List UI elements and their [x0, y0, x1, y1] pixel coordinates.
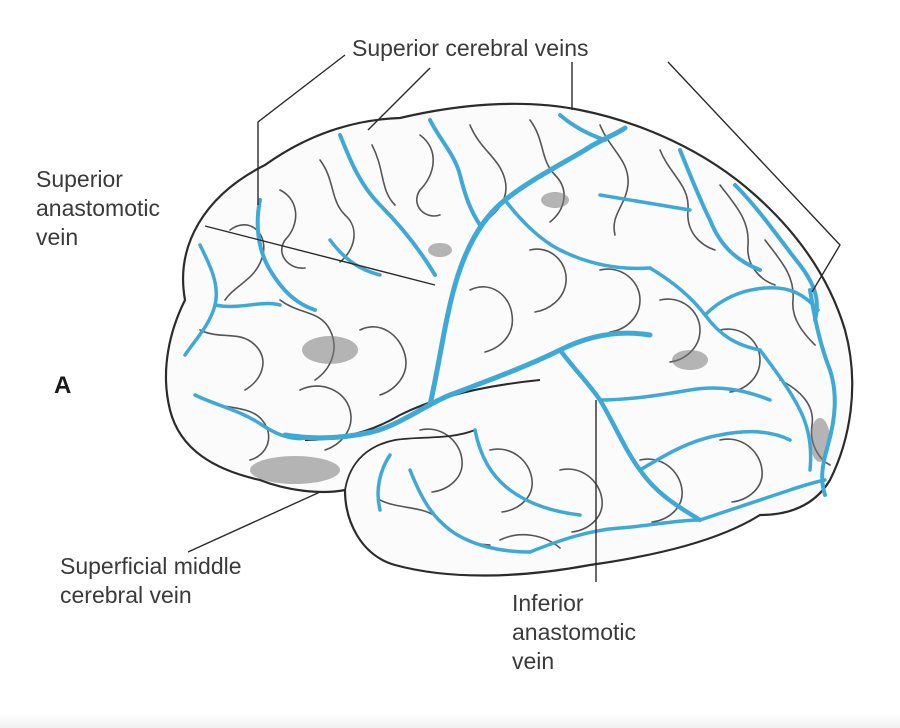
label-line: Superficial middle	[60, 553, 242, 579]
leader-superior-cerebral-mid	[367, 67, 431, 131]
leader-superior-cerebral-right	[667, 61, 841, 293]
label-line: anastomotic	[36, 195, 161, 221]
label-superior-anastomotic-vein: Superior anastomotic vein	[36, 165, 160, 252]
superficial-middle-cerebral-vein	[282, 330, 653, 441]
sulci-shading	[250, 192, 830, 484]
leader-superficial-middle	[187, 491, 321, 553]
label-line: anastomotic	[512, 619, 637, 645]
temporal-lobe-outline	[344, 429, 476, 491]
label-superior-cerebral-veins: Superior cerebral veins	[352, 34, 589, 63]
label-superficial-middle-cerebral-vein: Superficial middle cerebral vein	[60, 552, 242, 610]
label-line: vein	[36, 224, 79, 250]
label-line: cerebral vein	[60, 582, 192, 608]
vein-network	[183, 113, 837, 554]
bottom-edge	[0, 714, 900, 728]
label-line: Superior	[36, 166, 123, 192]
label-line: Superior cerebral veins	[352, 35, 589, 61]
superior-cerebral-vein	[733, 183, 819, 322]
superior-cerebral-vein	[255, 198, 317, 312]
label-line: vein	[512, 648, 555, 674]
panel-letter: A	[54, 372, 72, 399]
inferior-anastomotic-vein	[557, 347, 703, 523]
cerebral-hemisphere-outline	[164, 102, 854, 577]
leader-lines	[187, 54, 841, 582]
leader-superior-cerebral-left	[257, 54, 346, 205]
superior-cerebral-vein	[428, 118, 482, 227]
superior-cerebral-vein	[338, 133, 437, 277]
label-inferior-anastomotic-vein: Inferior anastomotic vein	[512, 589, 636, 676]
label-line: Inferior	[512, 590, 584, 616]
superior-cerebral-vein	[558, 113, 607, 142]
leader-superior-anastomotic	[204, 225, 436, 286]
superior-anastomotic-vein	[427, 125, 628, 408]
superior-cerebral-vein	[678, 148, 762, 272]
